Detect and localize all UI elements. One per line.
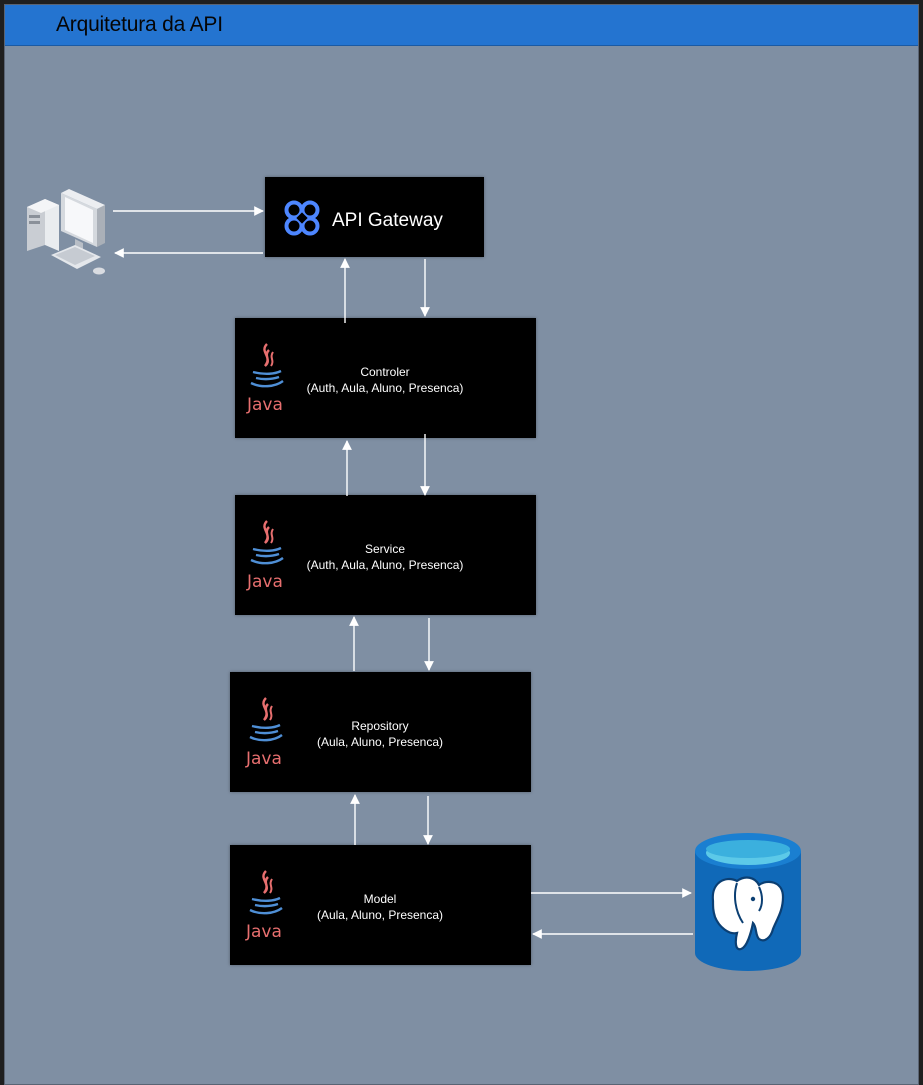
controller-layer-box: Java Controler (Auth, Aula, Aluno, Prese… bbox=[235, 318, 536, 438]
layer-scope: (Auth, Aula, Aluno, Presenca) bbox=[306, 558, 464, 572]
postgresql-database-icon bbox=[693, 831, 803, 976]
api-gateway-box: API Gateway bbox=[265, 177, 484, 257]
layer-name: Service bbox=[364, 542, 405, 556]
java-logo-text: Java bbox=[246, 395, 283, 414]
diagram-canvas: Arquitetura da API bbox=[4, 4, 919, 1085]
java-icon: Java bbox=[244, 696, 288, 773]
layer-name: Model bbox=[363, 892, 397, 906]
layer-label: Repository (Aula, Aluno, Presenca) bbox=[290, 718, 470, 750]
java-logo-text: Java bbox=[245, 749, 282, 768]
java-icon: Java bbox=[245, 342, 289, 419]
layer-label: Model (Aula, Aluno, Presenca) bbox=[290, 891, 470, 923]
java-logo-text: Java bbox=[246, 572, 283, 591]
api-gateway-icon bbox=[283, 199, 321, 237]
java-logo-text: Java bbox=[245, 922, 282, 941]
layer-name: Repository bbox=[351, 719, 409, 733]
connectors bbox=[113, 206, 693, 939]
layer-scope: (Aula, Aluno, Presenca) bbox=[316, 908, 444, 922]
service-layer-box: Java Service (Auth, Aula, Aluno, Presenc… bbox=[235, 495, 536, 615]
title-bar: Arquitetura da API bbox=[5, 5, 918, 46]
layer-label: Service (Auth, Aula, Aluno, Presenca) bbox=[295, 541, 475, 573]
layer-scope: (Auth, Aula, Aluno, Presenca) bbox=[306, 381, 464, 395]
layer-scope: (Aula, Aluno, Presenca) bbox=[316, 735, 444, 749]
layer-name: Controler bbox=[360, 365, 410, 379]
repository-layer-box: Java Repository (Aula, Aluno, Presenca) bbox=[230, 672, 531, 792]
client-computer-icon bbox=[25, 185, 120, 277]
api-gateway-label: API Gateway bbox=[332, 210, 443, 231]
layer-label: Controler (Auth, Aula, Aluno, Presenca) bbox=[295, 364, 475, 396]
page-title: Arquitetura da API bbox=[56, 13, 223, 36]
model-layer-box: Java Model (Aula, Aluno, Presenca) bbox=[230, 845, 531, 965]
java-icon: Java bbox=[245, 519, 289, 596]
java-icon: Java bbox=[244, 869, 288, 946]
